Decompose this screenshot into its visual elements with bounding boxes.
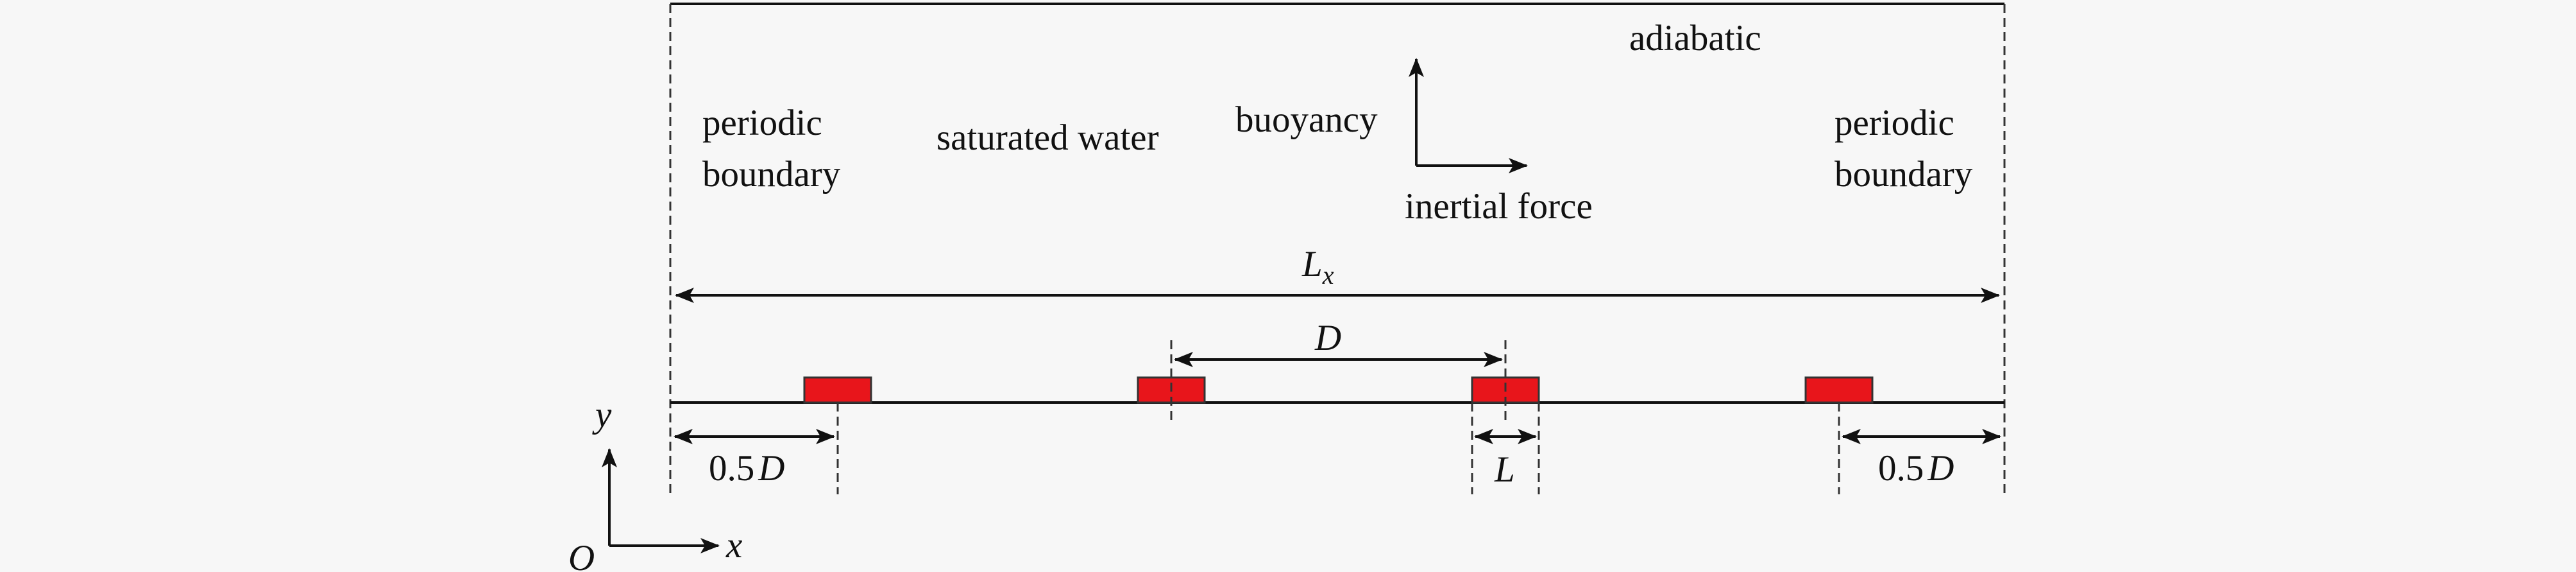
periodic-right-line1: periodic — [1835, 103, 1954, 143]
l-label: L — [1494, 449, 1515, 490]
periodic-left-line1: periodic — [702, 103, 822, 143]
lx-label: Lx — [1301, 244, 1334, 290]
d-label: D — [1314, 318, 1341, 358]
periodic-right-line2: boundary — [1835, 154, 1973, 195]
origin-label: O — [568, 538, 595, 572]
heater-4 — [1804, 376, 1874, 404]
x-axis-label: x — [725, 525, 742, 566]
inertial-force-label: inertial force — [1405, 186, 1593, 227]
heater-1 — [803, 376, 872, 404]
buoyancy-label: buoyancy — [1235, 100, 1378, 140]
periodic-left-line2: boundary — [702, 154, 841, 195]
saturated-water-label: saturated water — [936, 117, 1159, 158]
adiabatic-label: adiabatic — [1629, 18, 1761, 58]
y-axis-label: y — [592, 395, 612, 435]
